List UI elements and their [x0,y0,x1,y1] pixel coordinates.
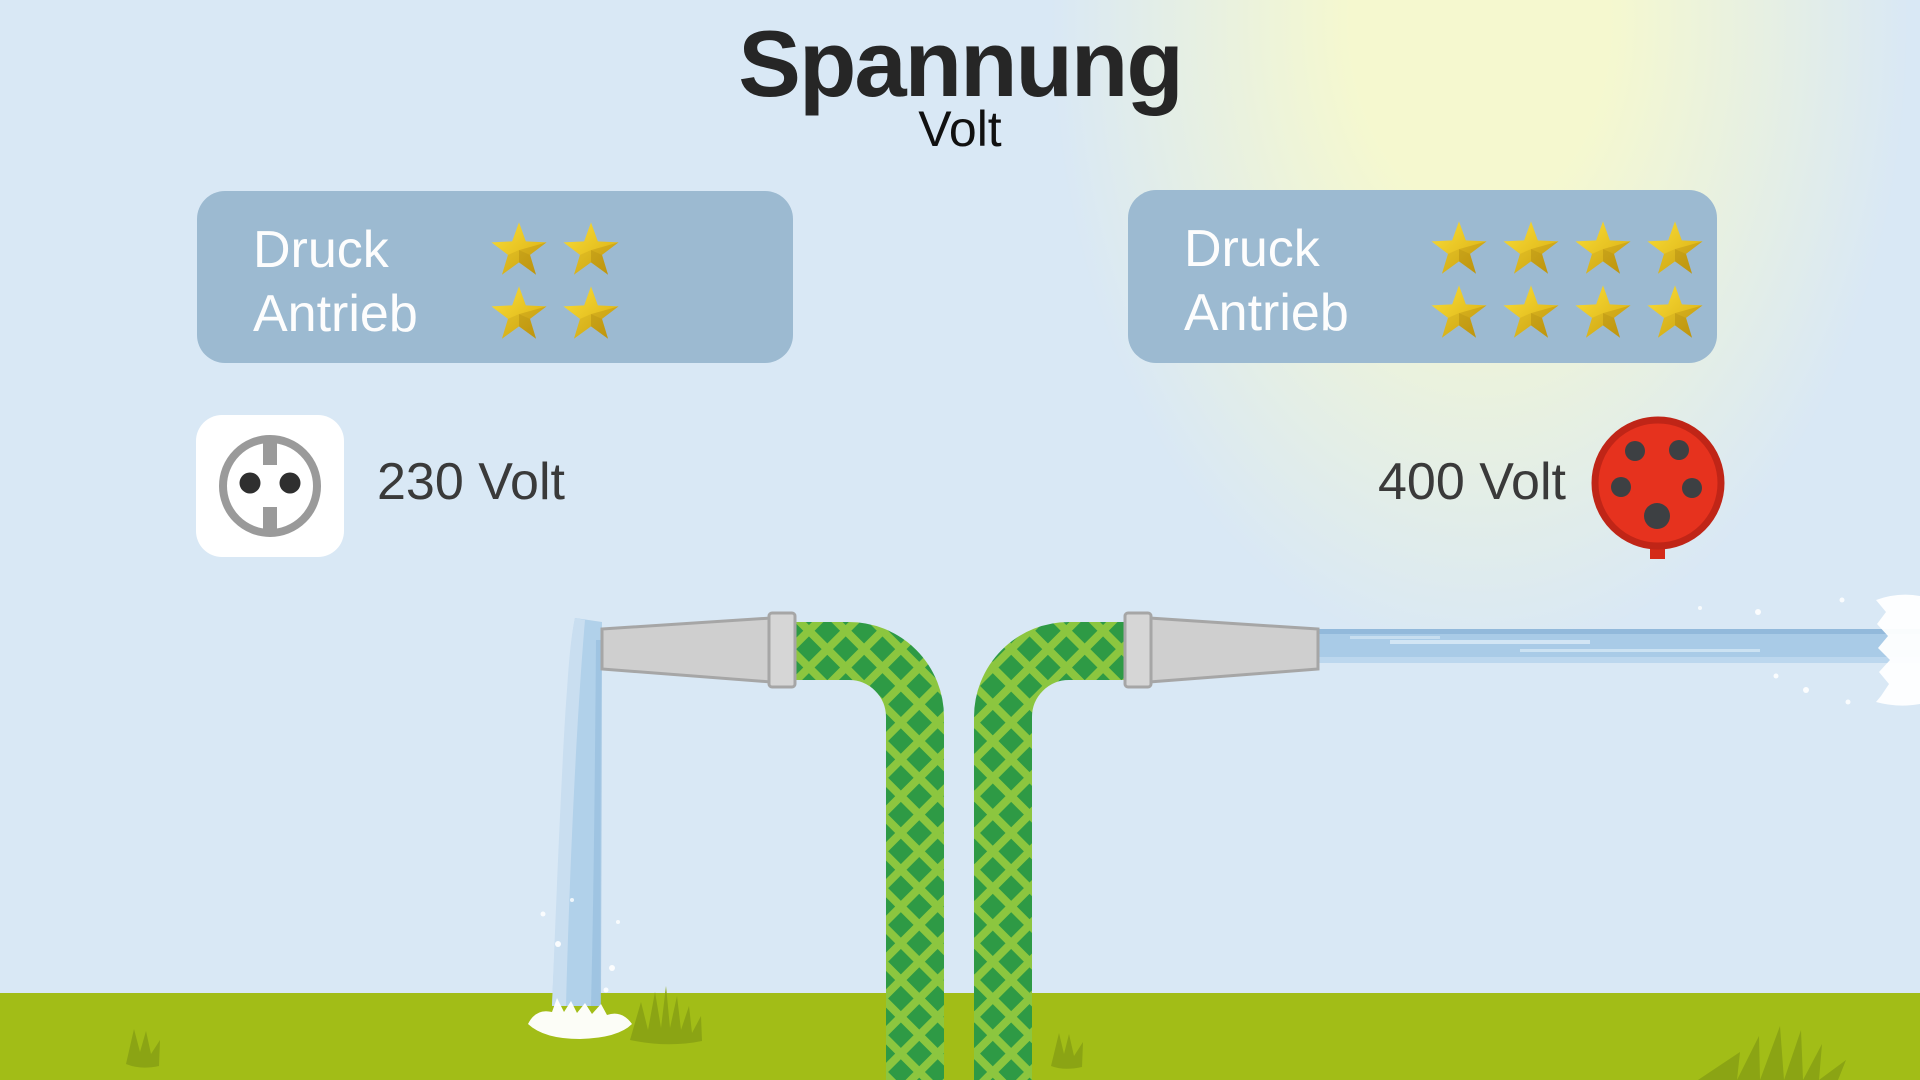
rating-row-antrieb: Antrieb [1128,281,1717,345]
star-rating [1430,283,1704,341]
star-icon [563,222,619,275]
page-subtitle: Volt [918,101,1002,157]
star-icon [1647,285,1703,338]
star-icon [1503,221,1559,274]
star-icon [1431,221,1487,274]
star-icon [1647,221,1703,274]
weak-water-stream [540,618,620,1006]
rating-label: Druck [1184,220,1320,278]
voltage-label-230: 230 Volt [377,453,565,511]
star-icon [1431,285,1487,338]
rating-row-druck: Druck [197,218,793,282]
left-nozzle [600,611,797,689]
cee-socket-icon [1588,413,1728,563]
page-title: Spannung [738,11,1184,116]
star-icon [1575,221,1631,274]
schuko-socket-glyph [219,435,321,537]
star-icon [1575,285,1631,338]
right-nozzle [1123,611,1320,689]
rating-panel-400v: Druck Antrieb [1128,190,1717,363]
rating-label: Antrieb [253,285,418,343]
cee-socket-glyph [1591,416,1725,559]
rating-label: Druck [253,221,389,279]
grass-tuft [126,1029,160,1068]
grass-tuft [630,986,702,1045]
right-hose [974,622,1150,1080]
strong-water-jet [1316,597,1920,705]
voltage-label-400: 400 Volt [1378,453,1566,511]
grass-tuft [1051,1033,1083,1069]
rating-row-antrieb: Antrieb [197,282,793,346]
star-icon [491,286,547,339]
rating-label: Antrieb [1184,284,1349,342]
star-icon [491,222,547,275]
grass-ground [0,993,1920,1080]
rating-row-druck: Druck [1128,217,1717,281]
water-splash-ground [528,998,632,1039]
left-hose [790,622,944,1080]
star-icon [563,286,619,339]
star-rating [490,284,620,342]
star-rating [1430,219,1704,277]
star-rating [490,220,620,278]
water-splash-edge [1876,594,1920,706]
rating-panel-230v: Druck Antrieb [197,191,793,363]
grass-tuft [1698,1026,1846,1080]
star-icon [1503,285,1559,338]
schuko-socket-icon [196,415,344,557]
